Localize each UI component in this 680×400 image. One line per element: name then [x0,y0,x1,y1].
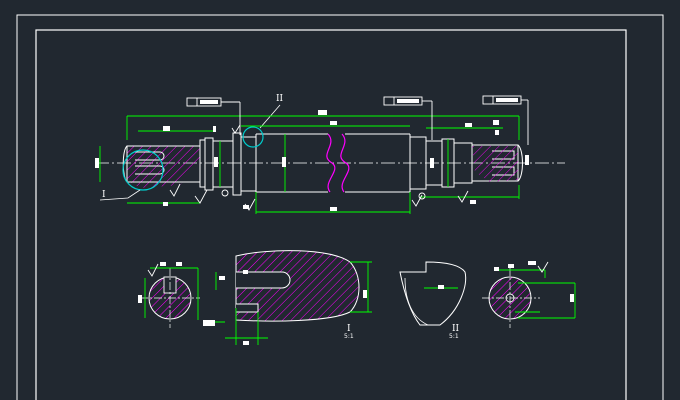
tolerance-frames [186,95,529,145]
section-b-dims [495,269,576,319]
break-lines [326,133,350,193]
detail-circle-2[interactable] [242,126,264,148]
left-end-hatch [127,146,200,188]
detail-leader-1 [99,189,141,201]
section-b-roughness [537,261,549,273]
dimension-text-blocks [95,110,529,211]
detail-circle-1[interactable] [122,149,164,191]
tolerance-frame-text [200,98,518,104]
section-b-dim-text [494,261,574,302]
right-end-hatch [472,146,518,182]
section-2-scale: 5:1 [449,333,459,340]
section-view-a[interactable] [138,262,200,328]
section-a-dims [144,267,199,320]
detail-marker-2: II [276,94,284,104]
detail-ii-arc [404,277,429,326]
drawing-frame [16,14,664,400]
detail-view-ii[interactable]: II 5:1 [399,261,467,340]
detail-ii-outline [399,261,467,326]
detail-ii-dim-text [438,285,444,289]
section-a-roughness [147,263,159,277]
detail-leader-2 [259,104,281,129]
detail-i-bore [236,303,259,313]
detail-i-hatch [235,250,360,322]
section-a-centerlines [140,268,200,328]
section-2-label: II [452,324,460,334]
section-view-b[interactable] [482,261,576,328]
roughness-symbols [169,124,469,211]
section-1-label: I [347,324,351,334]
section-a-dim-text [138,262,182,303]
shaft-main-view[interactable]: I II [95,94,565,214]
section-b-centerlines [482,268,540,328]
shaft-dimensions [99,115,520,214]
detail-i-keyway [236,271,291,289]
detail-view-i[interactable]: I 5:1 [203,250,372,345]
detail-i-dim-text [203,270,367,345]
detail-marker-1: I [102,190,106,200]
section-1-scale: 5:1 [344,333,354,340]
